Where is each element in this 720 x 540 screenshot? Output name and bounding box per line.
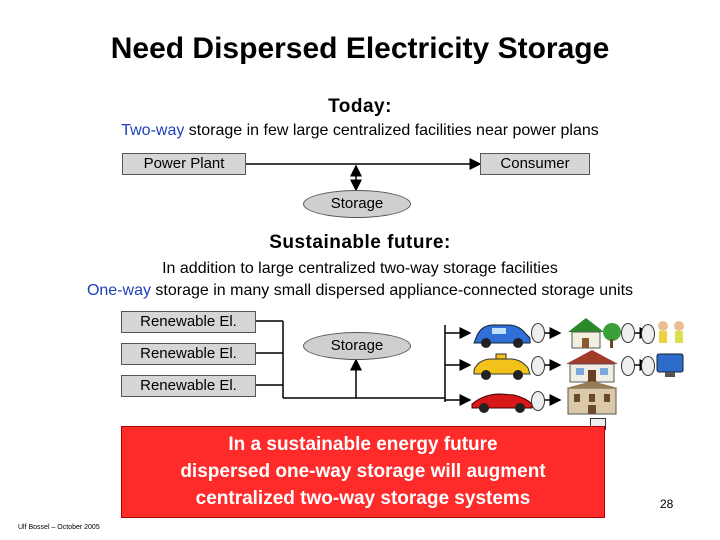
two-way-highlight: Two-way (121, 122, 185, 139)
future-line1: In addition to large centralized two-way… (162, 260, 558, 277)
renewable-box-3: Renewable El. (121, 375, 256, 397)
slide-title: Need Dispersed Electricity Storage (110, 32, 610, 65)
building-icon (566, 381, 618, 415)
computer-icon (656, 353, 684, 377)
power-plant-box: Power Plant (122, 153, 246, 175)
today-heading: Today: (328, 96, 392, 117)
future-line2: One-way storage in many small dispersed … (0, 282, 720, 300)
future-heading: Sustainable future: (269, 232, 451, 253)
future-line2-rest: storage in many small dispersed applianc… (150, 282, 634, 299)
callout-line-1: In a sustainable energy future (228, 434, 498, 455)
page-number: 28 (660, 497, 674, 511)
callout-line-2: dispersed one-way storage will augment (180, 461, 546, 482)
house-icon (568, 318, 621, 349)
footer-credit: Ulf Bossel – October 2005 (18, 524, 100, 531)
storage-tag-icon (531, 323, 545, 343)
storage-tag-icon (621, 323, 635, 343)
today-storage-ellipse: Storage (303, 190, 411, 218)
today-description-rest: storage in few large centralized facilit… (184, 122, 599, 139)
renewable-box-1: Renewable El. (121, 311, 256, 333)
today-description: Two-way storage in few large centralized… (0, 122, 720, 140)
renewable-box-2: Renewable El. (121, 343, 256, 365)
car-icon (473, 324, 531, 348)
people-icon (658, 321, 684, 343)
home-icon (566, 350, 618, 383)
conclusion-callout: In a sustainable energy future dispersed… (121, 426, 605, 518)
consumer-box: Consumer (480, 153, 590, 175)
storage-tag-icon (531, 391, 545, 411)
one-way-highlight: One-way (86, 282, 151, 299)
storage-tag-icon (531, 356, 545, 376)
callout-line-3: centralized two-way storage systems (195, 488, 531, 509)
future-storage-ellipse: Storage (303, 332, 411, 360)
storage-tag-icon (641, 324, 655, 344)
taxi-icon (473, 353, 531, 380)
storage-tag-icon (621, 356, 635, 376)
sportscar-icon (471, 393, 533, 413)
storage-tag-icon (641, 356, 655, 376)
